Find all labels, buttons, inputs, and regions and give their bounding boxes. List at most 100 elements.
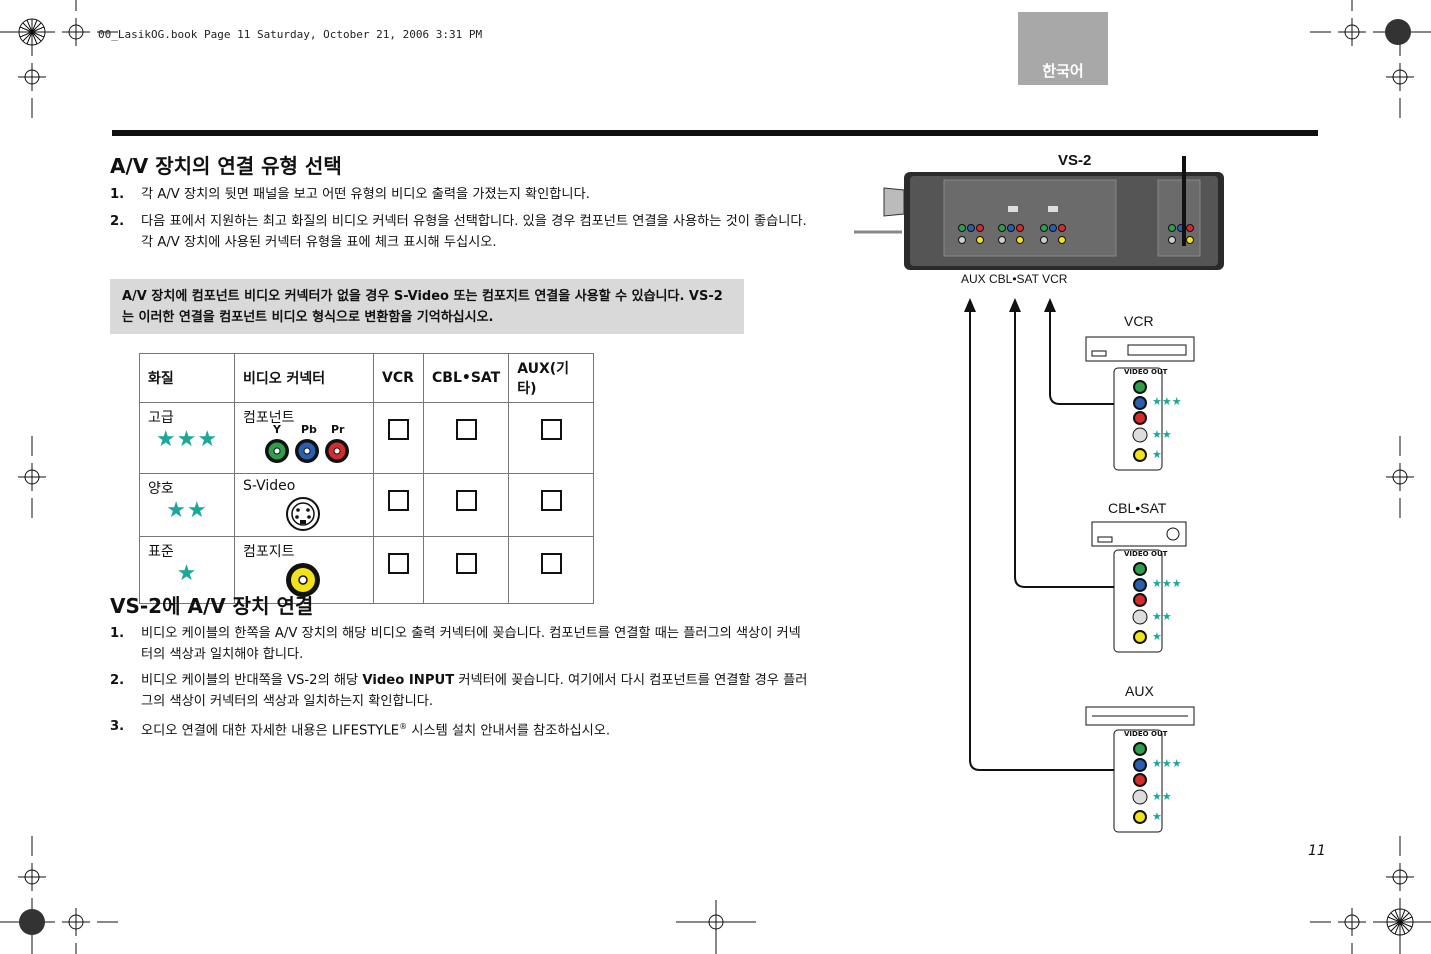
vcr-checkbox-cell bbox=[373, 402, 424, 474]
note-text: A/V 장치에 컴포넌트 비디오 커넥터가 없을 경우 S-Video 또는 컴… bbox=[122, 289, 723, 325]
quality-label: 표준 bbox=[148, 544, 174, 560]
aux-arrow bbox=[969, 310, 1118, 771]
cblsat-checkbox-cell bbox=[422, 473, 510, 537]
step-1-1: 1. 각 A/V 장치의 뒷면 패널을 보고 어떤 유형의 비디오 출력을 가졌… bbox=[110, 184, 810, 205]
step-text: 비디오 케이블의 반대쪽을 VS-2의 해당 Video INPUT 커넥터에 … bbox=[141, 670, 810, 712]
checkbox[interactable] bbox=[540, 419, 562, 440]
checkbox[interactable] bbox=[540, 490, 562, 511]
aux-video-out-panel bbox=[1113, 729, 1163, 833]
crosshair-mark-br bbox=[1338, 908, 1366, 936]
connector-cell: S-Video bbox=[234, 473, 374, 537]
cblsat-component-stars: ★★★ bbox=[1152, 577, 1182, 590]
cblsat-composite-stars: ★ bbox=[1152, 630, 1162, 643]
vcr-checkbox-cell bbox=[373, 536, 424, 604]
checkbox[interactable] bbox=[455, 553, 477, 574]
aux-checkbox-cell bbox=[508, 536, 595, 604]
device-label-cblsat: CBL•SAT bbox=[1108, 500, 1167, 516]
starburst-mark-tl bbox=[18, 18, 46, 46]
checkbox[interactable] bbox=[388, 553, 409, 574]
step-text-start: 비디오 케이블의 반대쪽을 VS-2의 해당 bbox=[141, 673, 363, 688]
checkbox[interactable] bbox=[540, 553, 562, 574]
vcr-svideo-stars: ★★ bbox=[1152, 428, 1172, 441]
vcr-video-out-panel bbox=[1113, 367, 1163, 471]
step-2-2: 2. 비디오 케이블의 반대쪽을 VS-2의 해당 Video INPUT 커넥… bbox=[110, 670, 810, 712]
aux-video-out-label: VIDEO OUT bbox=[1124, 730, 1168, 738]
checkbox[interactable] bbox=[388, 419, 409, 440]
table-row: 고급★★★ 컴포넌트 Y Pb Pr bbox=[139, 402, 595, 474]
cblsat-device-graphic bbox=[1091, 521, 1187, 547]
aux-composite-stars: ★ bbox=[1152, 810, 1162, 823]
section-title-connection-type: A/V 장치의 연결 유형 선택 bbox=[110, 154, 342, 178]
step-text: 각 A/V 장치의 뒷면 패널을 보고 어떤 유형의 비디오 출력을 가졌는지 … bbox=[141, 187, 590, 202]
green-jack-icon bbox=[265, 439, 289, 463]
checkbox[interactable] bbox=[455, 490, 477, 511]
file-info-header: 00_LasikOG.book Page 11 Saturday, Octobe… bbox=[98, 28, 483, 41]
crosshair-mark-tr bbox=[1338, 18, 1366, 46]
red-jack-icon bbox=[325, 439, 349, 463]
vs2-jack-row bbox=[958, 224, 1194, 244]
connector-label-pr: Pr bbox=[331, 423, 345, 436]
step-number: 3. bbox=[110, 719, 125, 734]
checkbox[interactable] bbox=[455, 419, 477, 440]
connection-diagram bbox=[854, 156, 1224, 833]
connector-table: 화질 비디오 커넥터 VCR CBL•SAT AUX(기타) 고급★★★ 컴포넌… bbox=[139, 353, 595, 604]
halftone-mark-bl bbox=[19, 909, 45, 935]
vcr-component-stars: ★★★ bbox=[1152, 395, 1182, 408]
quality-cell: 고급★★★ bbox=[139, 402, 235, 474]
page-number: 11 bbox=[1308, 843, 1326, 859]
crosshair-mark-br2 bbox=[1386, 863, 1414, 891]
cblsat-checkbox-cell bbox=[422, 402, 510, 474]
aux-svideo-stars: ★★ bbox=[1152, 790, 1172, 803]
video-input-term: Video INPUT bbox=[362, 673, 455, 688]
component-connector-graphic: Y Pb Pr bbox=[243, 423, 365, 469]
table-row: 양호★★ S-Video bbox=[139, 473, 595, 537]
connector-label: 컴포넌트 bbox=[243, 410, 295, 426]
vcr-arrow bbox=[1049, 310, 1118, 405]
crosshair-mark-mr bbox=[1386, 463, 1414, 491]
header-aux: AUX(기타) bbox=[508, 353, 595, 403]
step-text-end: 시스템 설치 안내서를 참조하십시오. bbox=[407, 723, 611, 739]
language-tab: 한국어 bbox=[1018, 12, 1108, 85]
header-cblsat: CBL•SAT bbox=[422, 353, 510, 403]
crosshair-mark-ml bbox=[18, 463, 46, 491]
aux-checkbox-cell bbox=[508, 402, 595, 474]
crosshair-mark-tr2 bbox=[1386, 63, 1414, 91]
section-title-connect-devices: VS-2에 A/V 장치 연결 bbox=[110, 594, 314, 618]
header-quality: 화질 bbox=[139, 353, 235, 403]
table-header-row: 화질 비디오 커넥터 VCR CBL•SAT AUX(기타) bbox=[139, 353, 595, 403]
star-rating: ★★★ bbox=[155, 427, 219, 452]
connector-cell: 컴포지트 bbox=[234, 536, 374, 604]
step-2-3: 3. 오디오 연결에 대한 자세한 내용은 LIFESTYLE® 시스템 설치 … bbox=[110, 716, 810, 741]
star-rating: ★★ bbox=[166, 498, 208, 523]
composite-jack-icon bbox=[286, 563, 320, 597]
starburst-mark-br bbox=[1386, 908, 1414, 936]
step-number: 1. bbox=[110, 187, 125, 202]
crosshair-mark-tl bbox=[62, 18, 90, 46]
cblsat-svideo-stars: ★★ bbox=[1152, 610, 1172, 623]
s-video-jack-icon bbox=[286, 497, 320, 531]
vs2-title: VS-2 bbox=[1058, 152, 1092, 169]
step-number: 2. bbox=[110, 673, 125, 688]
header-vcr: VCR bbox=[373, 353, 424, 403]
cblsat-checkbox-cell bbox=[422, 536, 510, 604]
language-tab-label: 한국어 bbox=[1042, 62, 1084, 80]
crosshair-mark-tl2 bbox=[18, 63, 46, 91]
halftone-mark-tr bbox=[1385, 19, 1411, 45]
connector-cell: 컴포넌트 Y Pb Pr bbox=[234, 402, 374, 474]
step-2-1: 1. 비디오 케이블의 한쪽을 A/V 장치의 해당 비디오 출력 커넥터에 꽂… bbox=[110, 623, 810, 665]
header-connector: 비디오 커넥터 bbox=[234, 353, 374, 403]
step-text: 비디오 케이블의 한쪽을 A/V 장치의 해당 비디오 출력 커넥터에 꽂습니다… bbox=[141, 626, 801, 662]
registered-mark: ® bbox=[399, 722, 408, 731]
step-1-2: 2. 다음 표에서 지원하는 최고 화질의 비디오 커넥터 유형을 선택합니다.… bbox=[110, 211, 810, 253]
quality-label: 양호 bbox=[148, 481, 174, 497]
checkbox[interactable] bbox=[388, 490, 409, 511]
star-rating: ★ bbox=[176, 561, 198, 586]
quality-label: 고급 bbox=[148, 410, 174, 426]
connection-arrows bbox=[969, 310, 1118, 771]
crosshair-mark-bl2 bbox=[62, 908, 90, 936]
quality-cell: 양호★★ bbox=[139, 473, 235, 537]
connector-label-y: Y bbox=[273, 423, 281, 436]
step-number: 1. bbox=[110, 626, 125, 641]
cblsat-video-out-panel bbox=[1113, 549, 1163, 653]
